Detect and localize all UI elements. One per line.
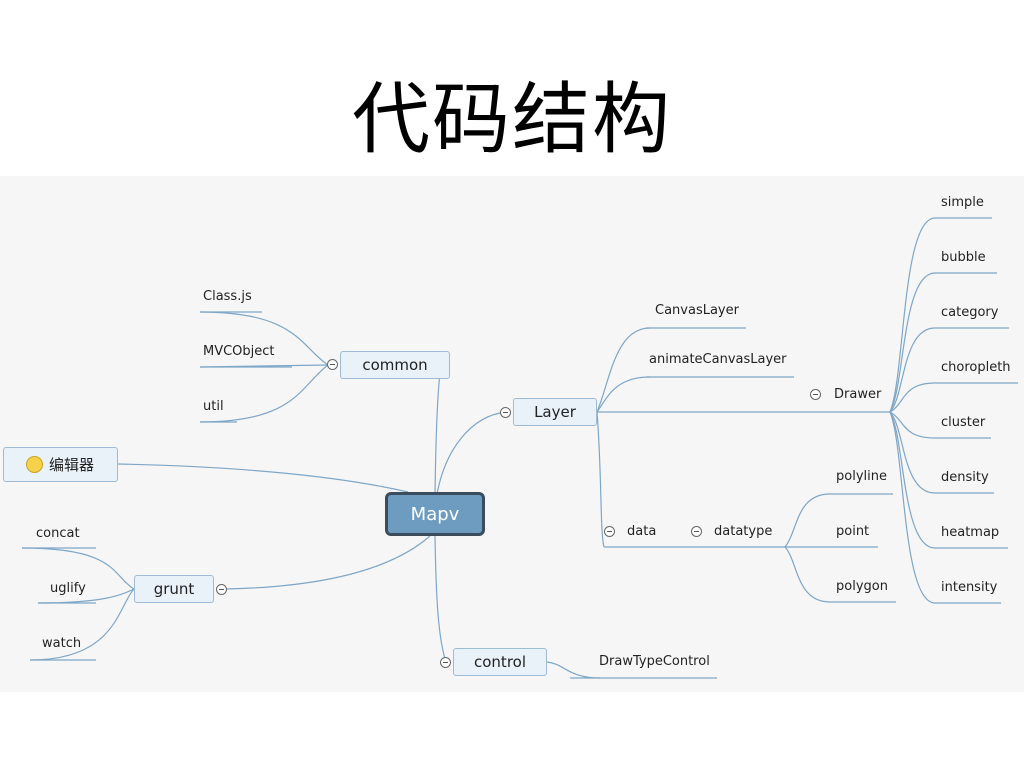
node-layer-label: Layer — [534, 403, 576, 421]
mindmap-canvas: Mapv 编辑器 common Class.js MVCObject util … — [0, 176, 1024, 692]
collapse-common-icon[interactable] — [327, 359, 338, 370]
node-data-label[interactable]: data — [627, 524, 657, 539]
connector-datatype-polyline — [784, 493, 831, 548]
collapse-drawer-icon[interactable] — [810, 389, 821, 400]
leaf-concat[interactable]: concat — [36, 526, 80, 541]
node-layer[interactable]: Layer — [513, 398, 597, 426]
connector-root-editor — [117, 463, 409, 493]
slide-title: 代码结构 — [351, 75, 672, 165]
leaf-simple[interactable]: simple — [941, 195, 984, 210]
leaf-category[interactable]: category — [941, 305, 999, 320]
connector-drawer-cluster — [889, 411, 936, 439]
leaf-polyline[interactable]: polyline — [836, 469, 887, 484]
leaf-density[interactable]: density — [941, 470, 989, 485]
node-common-label: common — [362, 356, 428, 374]
connector-common-util — [199, 364, 329, 423]
connector-drawer-choropleth — [889, 382, 936, 413]
connector-grunt-watch — [29, 588, 135, 661]
leaf-watch[interactable]: watch — [42, 636, 82, 651]
connector-drawer-simple — [889, 217, 936, 413]
collapse-layer-icon[interactable] — [500, 407, 511, 418]
root-node-label: Mapv — [410, 503, 460, 525]
leaf-uglify[interactable]: uglify — [50, 581, 86, 596]
collapse-data-icon[interactable] — [604, 526, 615, 537]
leaf-canvaslayer[interactable]: CanvasLayer — [655, 303, 739, 318]
node-common[interactable]: common — [340, 351, 450, 379]
connector-root-grunt — [225, 535, 431, 590]
connector-datatype-polygon — [784, 546, 831, 603]
connector-layer-data — [596, 411, 605, 548]
root-node-mapv[interactable]: Mapv — [385, 492, 485, 536]
node-editor[interactable]: 编辑器 — [3, 447, 118, 482]
connector-common-classjs — [199, 311, 329, 366]
connector-lines — [21, 217, 1018, 679]
connector-drawer-heatmap — [889, 411, 936, 549]
leaf-cluster[interactable]: cluster — [941, 415, 986, 430]
connector-root-control — [434, 535, 447, 663]
node-control-label: control — [474, 653, 526, 671]
leaf-util[interactable]: util — [203, 399, 224, 414]
connector-drawer-bubble — [889, 272, 936, 413]
leaf-point[interactable]: point — [836, 524, 870, 539]
collapse-control-icon[interactable] — [440, 657, 451, 668]
node-grunt[interactable]: grunt — [134, 575, 214, 603]
collapse-datatype-icon[interactable] — [691, 526, 702, 537]
connector-layer-animate — [596, 376, 651, 413]
connector-root-layer — [436, 411, 507, 495]
connector-layer-canvaslayer — [596, 327, 651, 413]
leaf-bubble[interactable]: bubble — [941, 250, 986, 265]
leaf-polygon[interactable]: polygon — [836, 579, 888, 594]
connector-root-common — [434, 361, 443, 495]
leaf-animatecanvaslayer[interactable]: animateCanvasLayer — [649, 352, 787, 367]
connector-drawer-category — [889, 327, 936, 413]
connector-drawer-intensity — [889, 411, 936, 604]
node-control[interactable]: control — [453, 648, 547, 676]
leaf-mvcobject[interactable]: MVCObject — [203, 344, 275, 359]
leaf-choropleth[interactable]: choropleth — [941, 360, 1011, 375]
connector-drawer-density — [889, 411, 936, 494]
node-grunt-label: grunt — [153, 580, 195, 598]
connector-grunt-concat — [21, 547, 135, 590]
leaf-heatmap[interactable]: heatmap — [941, 525, 1000, 540]
smiley-icon — [26, 456, 43, 473]
leaf-drawtypecontrol[interactable]: DrawTypeControl — [599, 654, 710, 669]
node-drawer-label[interactable]: Drawer — [834, 387, 882, 402]
leaf-classjs[interactable]: Class.js — [203, 289, 252, 304]
node-datatype-label[interactable]: datatype — [714, 524, 773, 539]
leaf-intensity[interactable]: intensity — [941, 580, 998, 595]
collapse-grunt-icon[interactable] — [216, 584, 227, 595]
node-editor-label: 编辑器 — [49, 456, 95, 474]
connector-control-drawtype — [546, 661, 601, 679]
